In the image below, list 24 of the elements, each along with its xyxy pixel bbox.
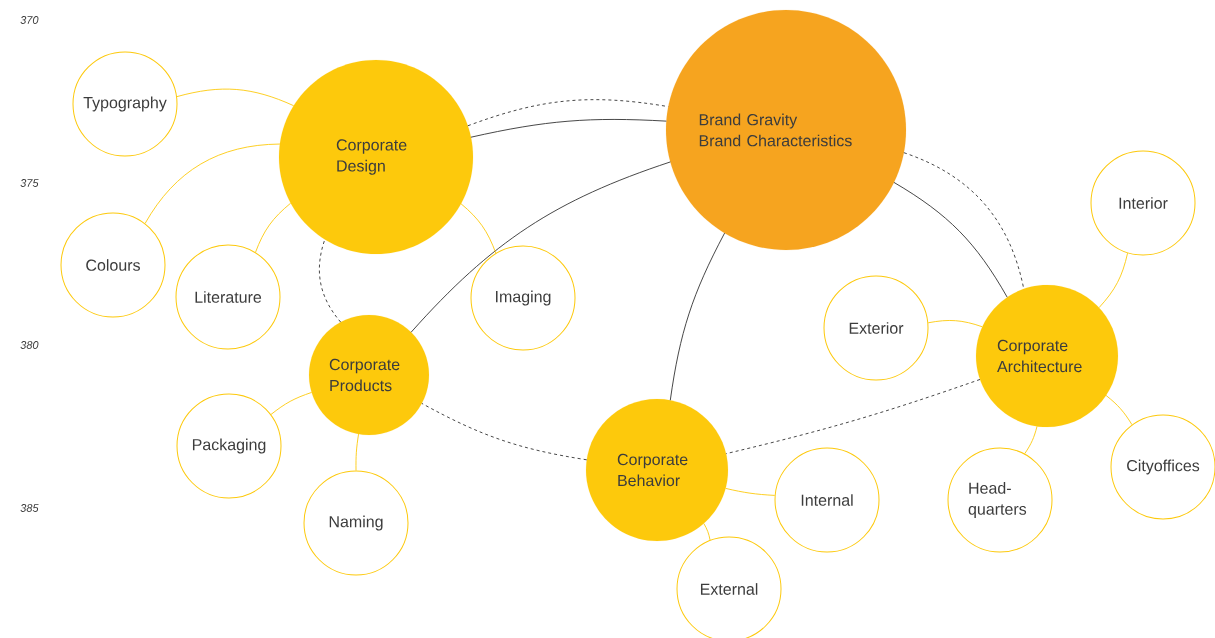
connector-line bbox=[144, 143, 281, 224]
dashed-connector bbox=[421, 402, 588, 461]
connector-line bbox=[355, 433, 359, 471]
margin-number: 375 bbox=[20, 179, 39, 187]
connector-line bbox=[410, 161, 671, 333]
dashed-connector bbox=[725, 379, 981, 455]
connector-line bbox=[703, 523, 711, 541]
connector-line bbox=[460, 203, 497, 254]
connector-line bbox=[893, 181, 1008, 298]
connector-line bbox=[1098, 252, 1128, 309]
margin-number: 385 bbox=[20, 504, 39, 512]
connector-line bbox=[176, 88, 295, 107]
connector-line bbox=[1024, 425, 1038, 455]
margin-number: 370 bbox=[20, 16, 39, 24]
connector-line bbox=[725, 487, 776, 496]
connector-line bbox=[470, 119, 667, 138]
connector-line bbox=[270, 392, 313, 415]
connector-line bbox=[669, 232, 726, 401]
dashed-connector bbox=[318, 238, 342, 323]
connector-line bbox=[927, 320, 983, 328]
connector-line bbox=[255, 202, 292, 253]
dashed-connector bbox=[467, 99, 669, 127]
margin-number: 380 bbox=[20, 341, 39, 349]
connector-line bbox=[1105, 395, 1133, 426]
